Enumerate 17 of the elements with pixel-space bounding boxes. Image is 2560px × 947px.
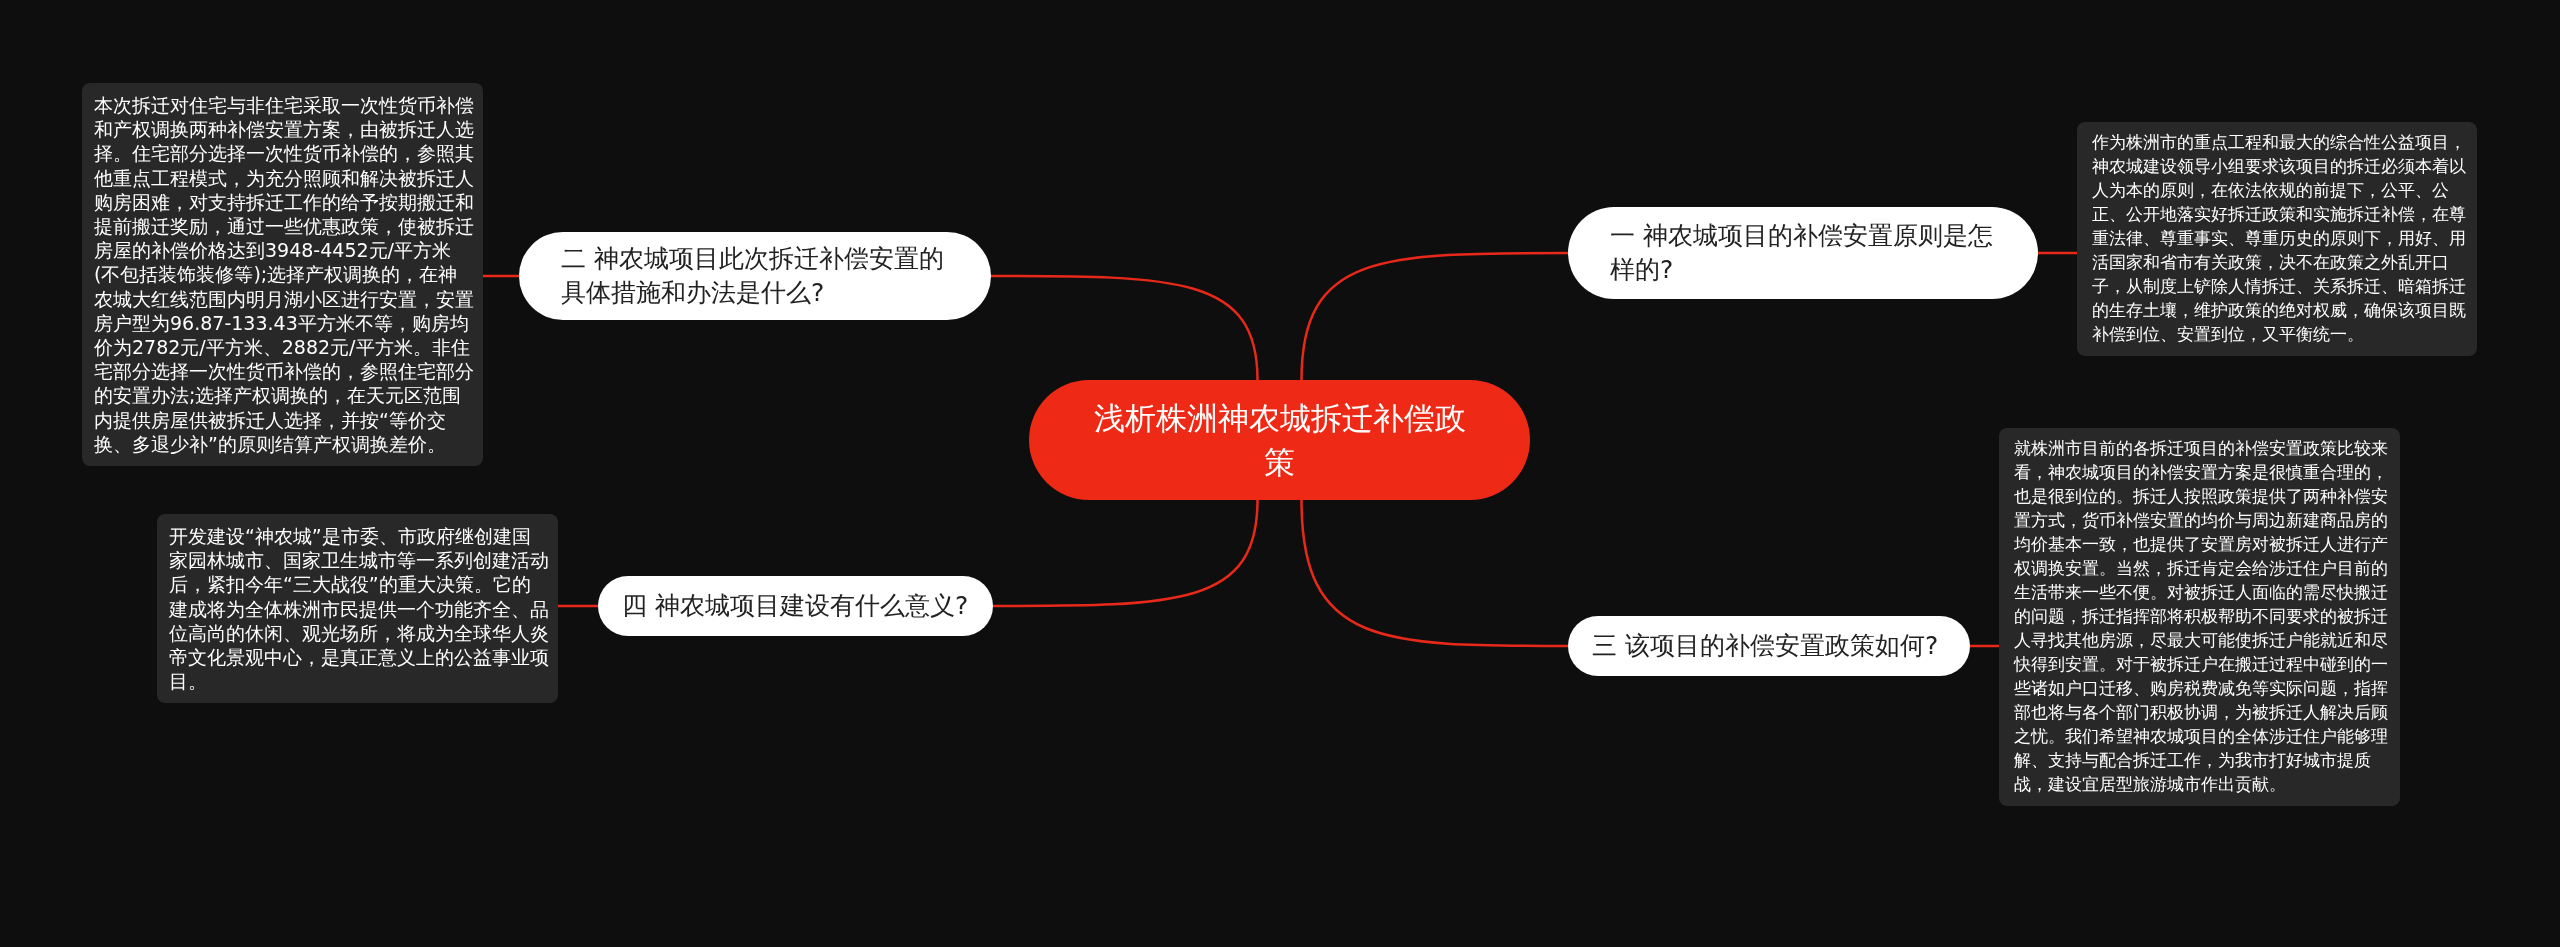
topic-box: 浅析株洲神农城拆迁补偿政策	[1029, 380, 1530, 500]
connector-line	[1300, 499, 1568, 648]
connector-line	[991, 274, 1259, 381]
connector-line	[558, 604, 598, 608]
connector-line	[1970, 644, 1999, 648]
connector-line	[483, 274, 519, 278]
text-card: 就株洲市目前的各拆迁项目的补偿安置政策比较来看，神农城项目的补偿安置方案是很慎重合理的，也是很到位的。拆迁人按照政策提供了两种补偿安置方式，货币补偿安置的均价与周边新建商品房的均价基本一致，也提供了安置房对被拆迁人进行产权调换安置。当然，拆迁肯定会给涉迁住户目前的生活带来一些不便。对被拆迁人面临的需尽快搬迁的问题，拆迁指挥部将积极帮助不同要求的被拆迁人寻找其他房源，尽最大可能使拆迁户能就近和尽快得到安置。对于被拆迁户在搬迁过程中碰到的一些诸如户口迁移、购房税费减免等实际问题，指挥部也将与各个部门积极协调，为被拆迁人解决后顾之忧。我们希望神农城项目的全体涉迁住户能够理解、支持与配合拆迁工作，为我市打好城市提质战，建设宜居型旅游城市作出贡献。	[1999, 428, 2400, 806]
question-box: 三 该项目的补偿安置政策如何?	[1568, 616, 1970, 676]
connector-line	[993, 499, 1259, 608]
connector-line	[1300, 251, 1568, 381]
question-box: 四 神农城项目建设有什么意义?	[598, 576, 993, 636]
question-box: 一 神农城项目的补偿安置原则是怎样的?	[1568, 207, 2038, 299]
text-card: 开发建设“神农城”是市委、市政府继创建国家园林城市、国家卫生城市等一系列创建活动后，紧扣今年“三大战役”的重大决策。它的建成将为全体株洲市民提供一个功能齐全、品位高尚的休闲、观光场所，将成为全球华人炎帝文化景观中心，是真正意义上的公益事业项目。	[157, 514, 558, 704]
question-box: 二 神农城项目此次拆迁补偿安置的具体措施和办法是什么?	[519, 232, 991, 320]
text-card: 本次拆迁对住宅与非住宅采取一次性货币补偿和产权调换两种补偿安置方案，由被拆迁人选择。住宅部分选择一次性货币补偿的，参照其他重点工程模式，为充分照顾和解决被拆迁人购房困难，对支持拆迁工作的给予按期搬迁和提前搬迁奖励，通过一些优惠政策，使被拆迁房屋的补偿价格达到3948-4452元/平方米 (不包括装饰装修等);选择产权调换的，在神农城大红线范围内明月湖小区进行安置，安置房户型为96.87-133.43平方米不等，购房均价为2782元/平方米、2882元/平方米。非住宅部分选择一次性货币补偿的，参照住宅部分的安置办法;选择产权调换的，在天元区范围内提供房屋供被拆迁人选择，并按“等价交换、多退少补”的原则结算产权调换差价。	[82, 83, 483, 467]
text-card: 作为株洲市的重点工程和最大的综合性公益项目，神农城建设领导小组要求该项目的拆迁必须本着以人为本的原则，在依法依规的前提下，公平、公正、公开地落实好拆迁政策和实施拆迁补偿，在尊重法律、尊重事实、尊重历史的原则下，用好、用活国家和省市有关政策，决不在政策之外乱开口子，从制度上铲除人情拆迁、关系拆迁、暗箱拆迁的生存土壤，维护政策的绝对权威，确保该项目既补偿到位、安置到位，又平衡统一。	[2077, 122, 2477, 356]
connector-line	[2038, 251, 2077, 255]
